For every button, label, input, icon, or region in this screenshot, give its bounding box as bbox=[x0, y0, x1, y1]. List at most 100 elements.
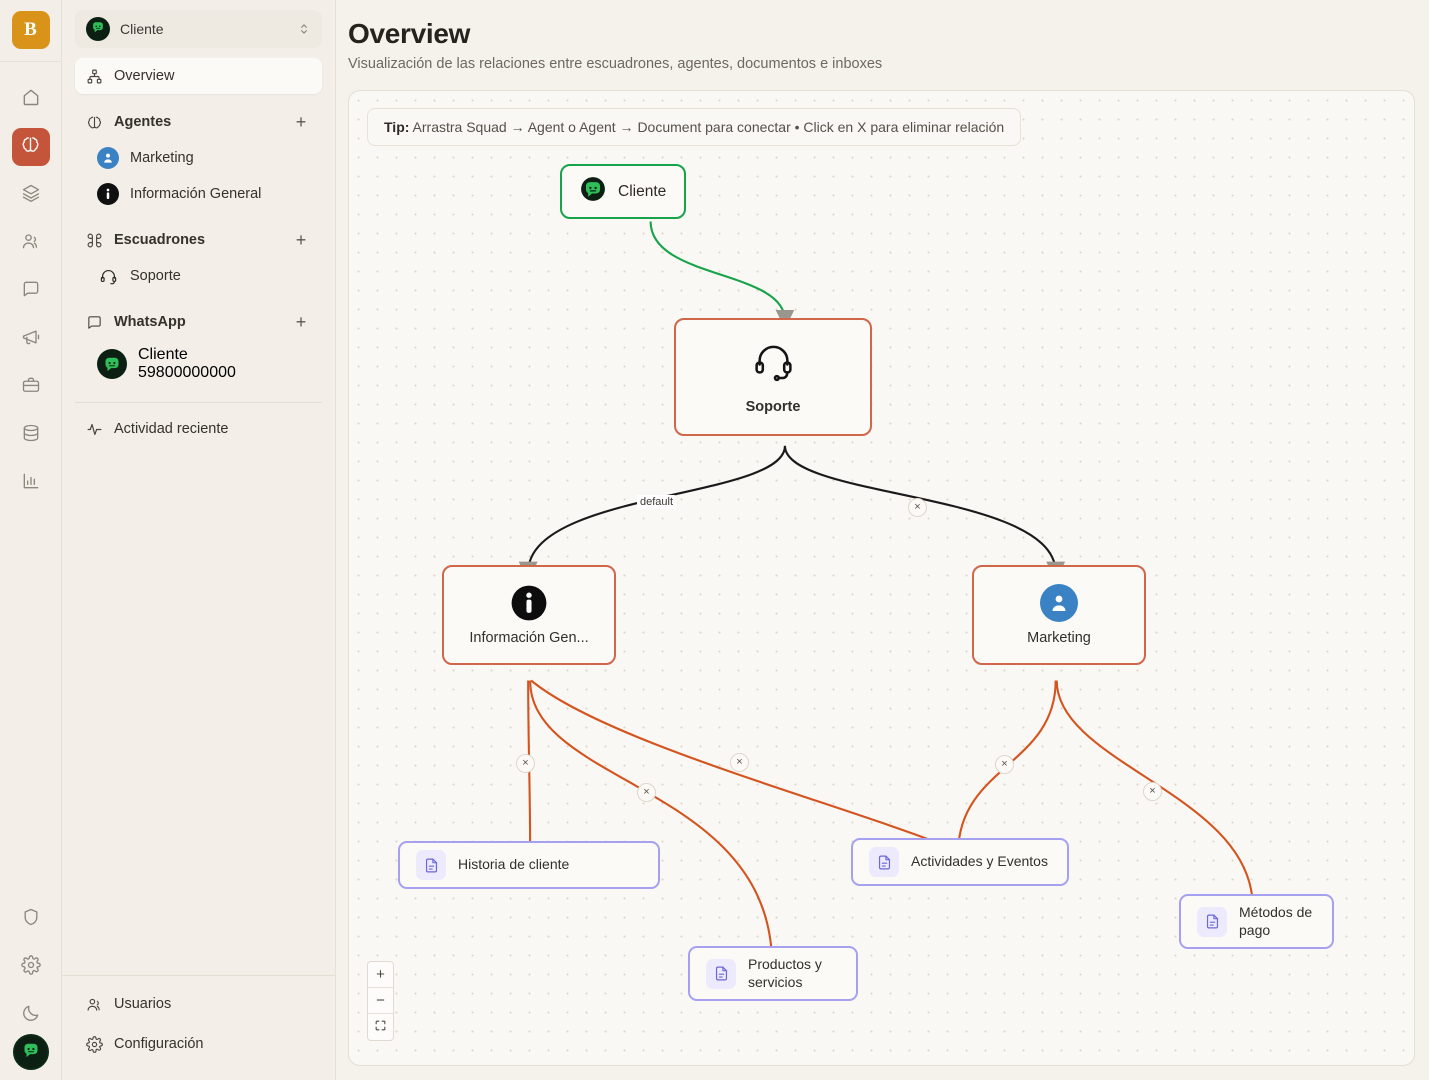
edge-delete-info-actividades[interactable]: × bbox=[730, 753, 749, 772]
rail-settings[interactable] bbox=[12, 948, 50, 986]
rail-briefcase[interactable] bbox=[12, 368, 50, 406]
database-icon bbox=[21, 423, 41, 448]
section-header-escuadrones: Escuadrones + bbox=[75, 222, 322, 258]
edge-delete-info-productos[interactable]: × bbox=[637, 783, 656, 802]
rail-analytics[interactable] bbox=[12, 464, 50, 502]
workspace-switcher[interactable]: Cliente bbox=[75, 10, 322, 48]
sidebar-item-label: Actividad reciente bbox=[114, 421, 229, 437]
chevron-updown-icon[interactable] bbox=[297, 22, 311, 36]
graph-canvas[interactable]: Tip: Arrastra Squad → Agent o Agent → Do… bbox=[348, 90, 1415, 1066]
info-icon bbox=[97, 183, 119, 205]
sidebar-item-overview[interactable]: Overview bbox=[75, 58, 322, 94]
brain-icon bbox=[20, 134, 41, 160]
edge-delete-squad-marketing[interactable]: × bbox=[908, 498, 927, 517]
rail-divider bbox=[0, 61, 62, 62]
gear-icon bbox=[86, 1035, 103, 1053]
node-label: Soporte bbox=[745, 399, 801, 415]
node-label: Historia de cliente bbox=[458, 856, 570, 873]
document-icon bbox=[1197, 906, 1227, 937]
fit-view-button[interactable] bbox=[368, 1014, 393, 1040]
info-icon bbox=[510, 584, 548, 622]
chat-icon bbox=[21, 279, 41, 304]
headset-icon bbox=[751, 339, 796, 389]
node-agent-marketing[interactable]: Marketing bbox=[972, 565, 1146, 665]
rail-security[interactable] bbox=[12, 900, 50, 938]
zoom-in-button[interactable]: + bbox=[368, 962, 393, 988]
marketing-bot-icon bbox=[1040, 584, 1078, 622]
workspace-name: Cliente bbox=[120, 21, 164, 37]
sidebar-divider bbox=[75, 402, 322, 403]
edge-delete-marketing-actividades[interactable]: × bbox=[995, 755, 1014, 774]
edge-inbox-squad bbox=[649, 221, 795, 330]
edge-squad-agent-info bbox=[518, 445, 786, 581]
node-label: Productos y servicios bbox=[748, 956, 822, 990]
add-agent-button[interactable]: + bbox=[295, 112, 307, 132]
zoom-controls: + − bbox=[367, 961, 394, 1041]
node-doc-actividades-y-eventos[interactable]: Actividades y Eventos bbox=[851, 838, 1069, 886]
canvas-tip: Tip: Arrastra Squad → Agent o Agent → Do… bbox=[367, 108, 1022, 146]
section-header-agentes: Agentes + bbox=[75, 104, 322, 140]
node-squad-soporte[interactable]: Soporte bbox=[674, 318, 872, 436]
main-content: Overview Visualización de las relaciones… bbox=[336, 0, 1429, 1080]
tip-text: Arrastra Squad → Agent o Agent → Documen… bbox=[412, 119, 1005, 135]
sidebar-scroll: Overview Agentes + Marketing In bbox=[62, 48, 335, 975]
user-avatar[interactable] bbox=[12, 1034, 49, 1070]
rail-agents[interactable] bbox=[11, 128, 50, 166]
edge-delete-marketing-metodos[interactable]: × bbox=[1143, 782, 1162, 801]
moon-icon bbox=[21, 1003, 41, 1028]
sidebar-item-usuarios[interactable]: Usuarios bbox=[75, 986, 322, 1022]
sidebar-item-configuracion[interactable]: Configuración bbox=[75, 1026, 322, 1062]
brain-icon bbox=[86, 114, 103, 131]
sidebar-inbox-cliente[interactable]: Cliente 59800000000 bbox=[75, 340, 322, 388]
node-label: Actividades y Eventos bbox=[911, 853, 1048, 870]
bot-avatar-icon bbox=[19, 1038, 43, 1067]
document-icon bbox=[706, 958, 736, 989]
page-title: Overview bbox=[348, 18, 471, 49]
sidebar-item-label: Marketing bbox=[130, 150, 194, 166]
node-label: Métodos de pago bbox=[1239, 904, 1313, 938]
rail-dark-mode[interactable] bbox=[12, 996, 50, 1034]
node-doc-metodos-de-pago[interactable]: Métodos de pago bbox=[1179, 894, 1334, 949]
sidebar-item-label: Soporte bbox=[130, 268, 181, 284]
fit-view-icon bbox=[374, 1019, 387, 1036]
sidebar-item-label: Información General bbox=[130, 186, 262, 202]
sidebar-item-informacion-general[interactable]: Información General bbox=[75, 176, 322, 212]
rail-contacts[interactable] bbox=[12, 224, 50, 262]
rail-home[interactable] bbox=[12, 80, 50, 118]
rail-layers[interactable] bbox=[12, 176, 50, 214]
section-header-whatsapp: WhatsApp + bbox=[75, 304, 322, 340]
users-icon bbox=[86, 996, 103, 1013]
shield-icon bbox=[21, 907, 41, 932]
rail-chat[interactable] bbox=[12, 272, 50, 310]
zoom-out-button[interactable]: − bbox=[368, 988, 393, 1014]
rail-database[interactable] bbox=[12, 416, 50, 454]
sidebar-panel: Cliente Overview Agentes + bbox=[62, 0, 336, 1080]
chat-icon bbox=[86, 314, 103, 331]
node-inbox-cliente[interactable]: Cliente bbox=[560, 164, 687, 219]
edge-label-default: default bbox=[637, 495, 677, 509]
brand-logo[interactable]: B bbox=[11, 11, 50, 49]
inbox-text-wrap: Cliente 59800000000 bbox=[138, 346, 236, 382]
sidebar-item-label: Usuarios bbox=[114, 996, 172, 1012]
command-icon bbox=[86, 232, 103, 249]
node-doc-productos-y-servicios[interactable]: Productos y servicios bbox=[688, 946, 858, 1001]
inbox-phone: 59800000000 bbox=[138, 364, 236, 381]
node-label: Marketing bbox=[1027, 630, 1091, 646]
node-doc-historia-de-cliente[interactable]: Historia de cliente bbox=[398, 841, 660, 889]
edge-info-actividades bbox=[530, 679, 966, 856]
workspace-switcher-wrap: Cliente bbox=[62, 0, 335, 48]
sidebar-item-label: Overview bbox=[114, 68, 175, 84]
briefcase-icon bbox=[21, 375, 41, 400]
bot-avatar-icon bbox=[97, 349, 127, 379]
sidebar-item-actividad-reciente[interactable]: Actividad reciente bbox=[75, 411, 322, 447]
sidebar-item-marketing[interactable]: Marketing bbox=[75, 140, 322, 176]
bot-avatar-icon bbox=[580, 176, 606, 207]
edge-delete-info-historia[interactable]: × bbox=[516, 754, 535, 773]
sidebar-item-soporte[interactable]: Soporte bbox=[75, 258, 322, 294]
megaphone-icon bbox=[21, 327, 41, 352]
node-agent-informacion-general[interactable]: Información Gen... bbox=[442, 565, 616, 665]
add-squad-button[interactable]: + bbox=[295, 230, 307, 250]
add-inbox-button[interactable]: + bbox=[295, 312, 307, 332]
rail-campaigns[interactable] bbox=[12, 320, 50, 358]
